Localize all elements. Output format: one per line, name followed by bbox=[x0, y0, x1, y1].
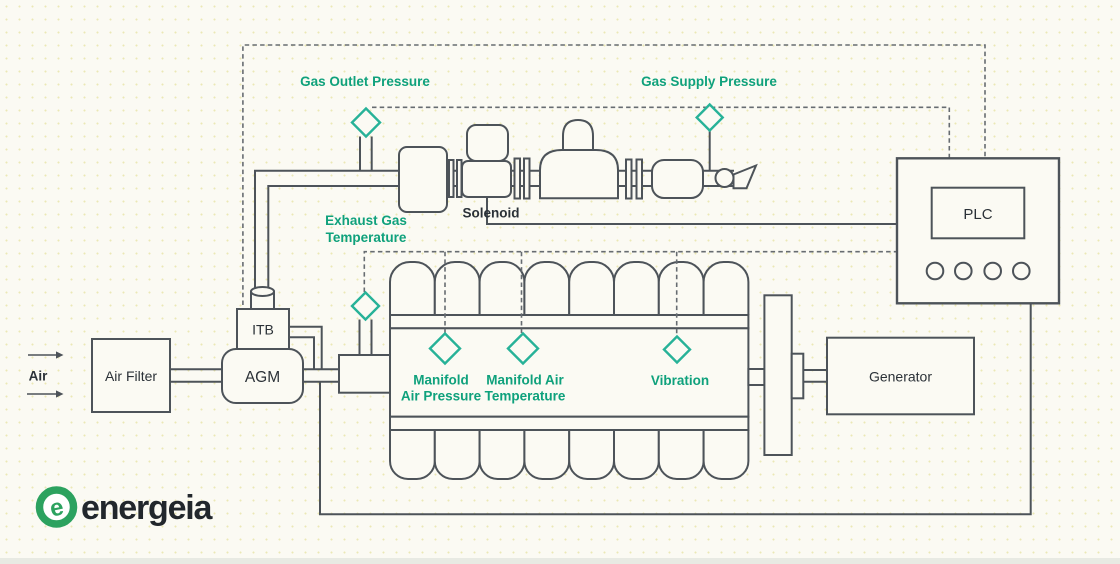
intake-plenum bbox=[338, 354, 391, 394]
manifold-air-pressure-sensor-icon bbox=[428, 331, 462, 366]
solenoid-control-line bbox=[486, 197, 897, 225]
air-label: Air bbox=[29, 369, 49, 384]
agm-label: AGM bbox=[245, 369, 280, 386]
gas-supply-pressure-label: Gas Supply Pressure bbox=[641, 74, 777, 89]
generator-shaft bbox=[803, 369, 827, 383]
exhaust-gas-temperature-label-line2: Temperature bbox=[326, 230, 407, 245]
agm-box bbox=[221, 348, 304, 404]
plc-panel bbox=[895, 157, 1061, 305]
plc-buttons bbox=[925, 261, 1031, 281]
logo-e-mark: e bbox=[47, 493, 66, 522]
exhaust-gas-temperature-sensor-icon bbox=[350, 290, 381, 322]
vibration-label: Vibration bbox=[651, 373, 709, 388]
manifold-air-pressure-label-line2: Air Pressure bbox=[401, 389, 482, 404]
vibration-sensor-icon bbox=[662, 334, 692, 365]
itb-fitting bbox=[250, 286, 275, 311]
air-filter-box bbox=[91, 338, 171, 413]
air-filter-label: Air Filter bbox=[105, 368, 157, 384]
gas-outlet-pressure-sensor-icon bbox=[350, 106, 382, 139]
logo-ring-icon bbox=[35, 486, 78, 528]
signal-dashed-lines bbox=[242, 44, 986, 337]
logo-wordmark: energeia bbox=[81, 489, 214, 527]
gas-outlet-pressure-label: Gas Outlet Pressure bbox=[300, 74, 430, 89]
plc-return-line bbox=[319, 303, 1032, 516]
air-flow-arrows bbox=[27, 351, 64, 398]
gas-regulator bbox=[539, 149, 619, 200]
flywheel bbox=[763, 294, 793, 456]
plc-label: PLC bbox=[963, 206, 992, 223]
energeia-logo: e energeia bbox=[35, 486, 215, 528]
engine-block bbox=[338, 261, 766, 480]
itb-bypass-pipe bbox=[289, 325, 323, 370]
exhaust-temp-stem-pipe bbox=[358, 319, 373, 355]
coupling bbox=[790, 352, 805, 400]
manifold-air-temperature-label-line1: Manifold Air bbox=[486, 373, 564, 388]
gas-train bbox=[398, 118, 758, 213]
solenoid-valve-cap bbox=[466, 124, 509, 162]
solenoid-valve-body bbox=[461, 160, 512, 198]
gas-supply-nozzle bbox=[732, 163, 758, 190]
bottom-divider-strip bbox=[0, 558, 1120, 564]
manifold-air-temperature-sensor-icon bbox=[506, 331, 540, 366]
generator-label: Generator bbox=[869, 369, 932, 385]
exhaust-gas-temperature-label-line1: Exhaust Gas bbox=[325, 213, 407, 228]
itb-label: ITB bbox=[252, 322, 274, 338]
ball-valve bbox=[714, 168, 735, 188]
gas-supply-pressure-sensor-icon bbox=[695, 102, 725, 133]
manifold-air-pressure-label-line1: Manifold bbox=[413, 373, 469, 388]
generator-box bbox=[826, 336, 975, 416]
gas-filter bbox=[651, 159, 704, 199]
plc-screen bbox=[930, 186, 1026, 240]
manifold-air-temperature-label-line2: Temperature bbox=[485, 389, 566, 404]
gas-mixer bbox=[398, 146, 448, 213]
solenoid-label: Solenoid bbox=[463, 206, 520, 221]
